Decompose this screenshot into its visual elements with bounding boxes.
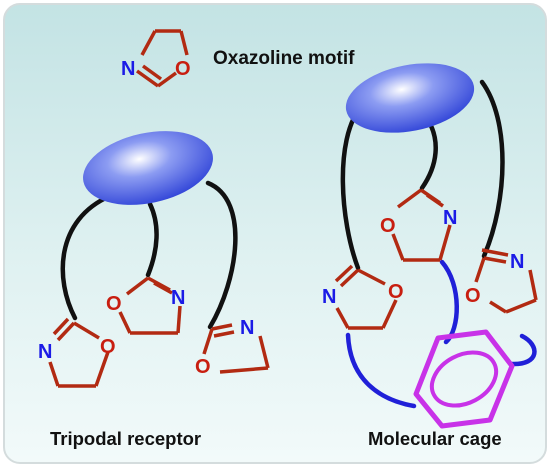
tripodal-left-nitrogen: N xyxy=(38,341,52,363)
cage-oxazoline-right xyxy=(474,248,538,314)
oxazoline-motif-structure xyxy=(135,29,189,88)
cage-left-nitrogen: N xyxy=(322,286,336,308)
tripodal-oxazoline-middle xyxy=(118,276,182,335)
cage-right-nitrogen: N xyxy=(510,251,524,273)
cage-platform-ellipse xyxy=(345,63,475,133)
cage-upper-nitrogen: N xyxy=(443,207,457,229)
cage-right-oxygen: O xyxy=(465,285,481,307)
tripodal-linkers xyxy=(60,180,238,330)
tripodal-left-oxygen: O xyxy=(100,336,116,358)
motif-oxygen-atom: O xyxy=(175,58,191,80)
tripodal-middle-oxygen: O xyxy=(106,293,122,315)
tripodal-receptor-label: Tripodal receptor xyxy=(50,428,202,449)
cage-oxazoline-upper xyxy=(391,188,452,262)
tripodal-right-nitrogen: N xyxy=(240,317,254,339)
cage-oxazoline-left xyxy=(334,264,398,330)
tripodal-oxazoline-left xyxy=(48,317,110,388)
benzene-ring-icon xyxy=(413,329,515,429)
motif-nitrogen-atom: N xyxy=(121,58,135,80)
oxazoline-motif-label: Oxazoline motif xyxy=(213,48,355,69)
molecular-cage-label: Molecular cage xyxy=(368,428,502,449)
tripodal-oxazoline-right xyxy=(202,323,270,374)
tripodal-middle-nitrogen: N xyxy=(171,287,185,309)
cage-left-oxygen: O xyxy=(388,281,404,303)
tripodal-right-oxygen: O xyxy=(195,356,211,378)
tripodal-platform-ellipse xyxy=(83,131,213,205)
cage-upper-oxygen: O xyxy=(380,215,396,237)
